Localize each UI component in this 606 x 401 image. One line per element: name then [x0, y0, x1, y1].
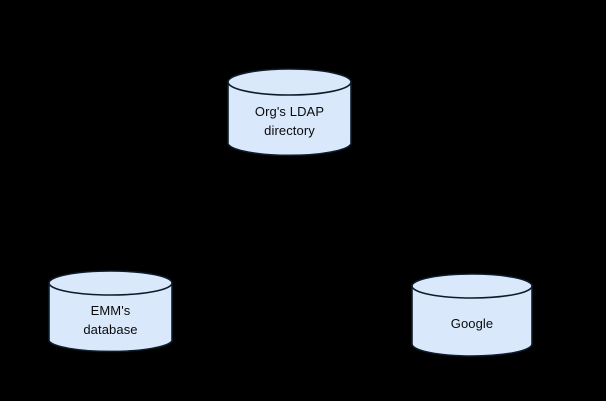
database-cylinder-icon — [227, 68, 352, 157]
node-google[interactable]: Google — [411, 273, 533, 357]
database-cylinder-icon — [48, 270, 173, 353]
node-ldap-directory[interactable]: Org's LDAP directory — [227, 68, 352, 158]
database-cylinder-icon — [411, 273, 533, 357]
node-emm-database[interactable]: EMM's database — [48, 270, 173, 354]
